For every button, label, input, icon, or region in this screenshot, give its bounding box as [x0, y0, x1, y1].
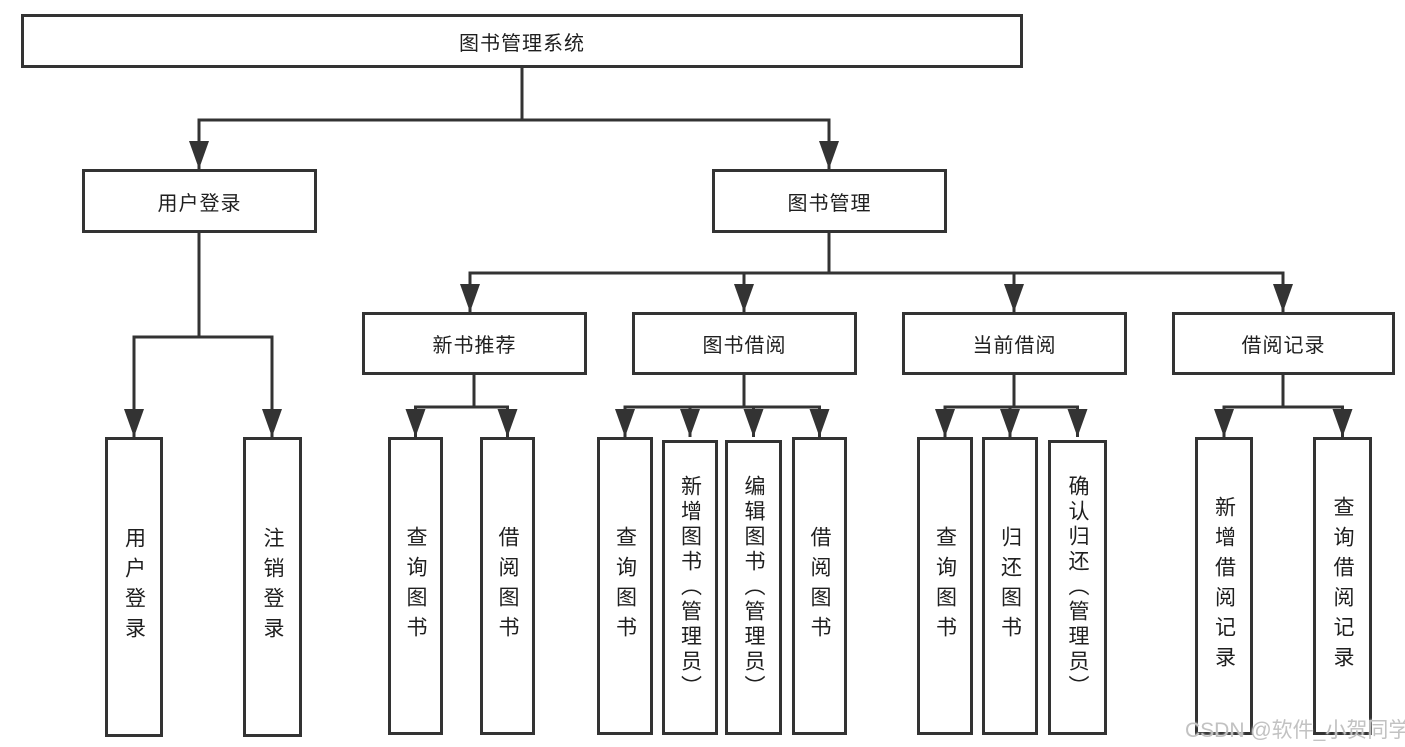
leaf-label: 归还图书	[998, 526, 1022, 646]
node-label: 用户登录	[157, 192, 242, 215]
leaf-nb-borrow-books: 借阅图书	[480, 437, 535, 735]
leaf-label: 编辑图书（管理员）	[742, 475, 765, 700]
leaf-label: 注销登录	[261, 527, 284, 647]
leaf-nb-query-books: 查询图书	[388, 437, 443, 735]
leaf-bb-add-books-admin: 新增图书（管理员）	[662, 440, 718, 735]
leaf-label: 借阅图书	[808, 526, 831, 646]
leaf-label: 查询图书	[613, 526, 637, 646]
leaf-cb-return-books: 归还图书	[982, 437, 1038, 735]
node-borrow-records: 借阅记录	[1172, 312, 1395, 375]
node-current-borrow: 当前借阅	[902, 312, 1127, 375]
leaf-label: 用户登录	[122, 527, 146, 647]
node-user-login: 用户登录	[82, 169, 317, 233]
node-label: 图书借阅	[702, 335, 787, 357]
leaf-label: 查询图书	[404, 526, 427, 646]
leaf-bb-borrow-books: 借阅图书	[792, 437, 847, 735]
leaf-label: 借阅图书	[496, 526, 519, 646]
leaf-label: 确认归还（管理员）	[1066, 475, 1089, 700]
leaf-label: 新增图书（管理员）	[678, 475, 702, 700]
node-book-management: 图书管理	[712, 169, 947, 233]
leaf-logout: 注销登录	[243, 437, 302, 737]
leaf-label: 查询借阅记录	[1331, 496, 1354, 676]
leaf-bb-query-books: 查询图书	[597, 437, 653, 735]
node-label: 图书管理	[787, 192, 872, 215]
leaf-cb-query-books: 查询图书	[917, 437, 973, 735]
node-label: 当前借阅	[972, 335, 1057, 357]
csdn-watermark: CSDN @软件_小贺同学	[1185, 719, 1405, 742]
node-book-borrow: 图书借阅	[632, 312, 857, 375]
leaf-label: 新增借阅记录	[1212, 496, 1236, 676]
leaf-br-query-record: 查询借阅记录	[1313, 437, 1372, 735]
node-label: 新书推荐	[432, 335, 517, 357]
leaf-cb-confirm-return-admin: 确认归还（管理员）	[1048, 440, 1107, 735]
leaf-user-login: 用户登录	[105, 437, 163, 737]
leaf-br-add-record: 新增借阅记录	[1195, 437, 1253, 735]
node-new-book-recommend: 新书推荐	[362, 312, 587, 375]
node-label: 图书管理系统	[459, 32, 585, 55]
node-library-system: 图书管理系统	[21, 14, 1023, 68]
leaf-bb-edit-books-admin: 编辑图书（管理员）	[725, 440, 782, 735]
node-label: 借阅记录	[1241, 335, 1326, 357]
leaf-label: 查询图书	[933, 526, 957, 646]
